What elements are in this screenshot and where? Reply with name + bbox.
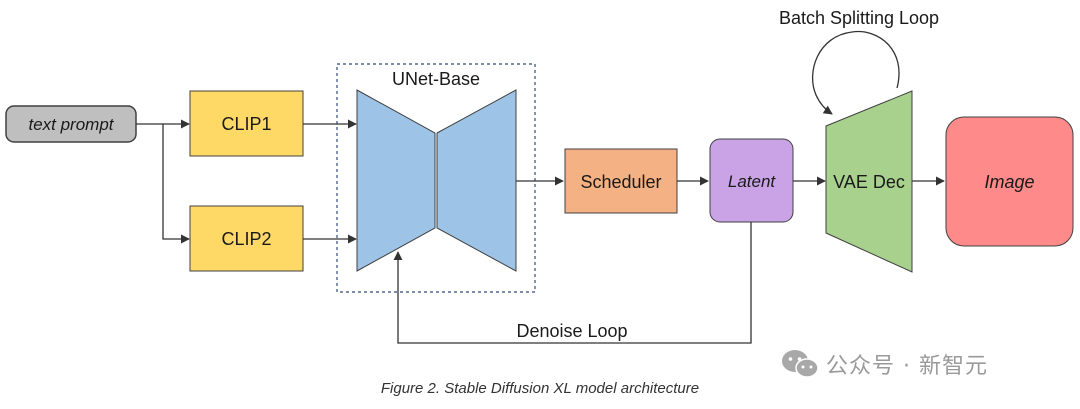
denoise-loop-label: Denoise Loop [516,321,627,341]
vae-dec-node: VAE Dec [825,90,913,273]
unet-dashed-box [336,63,536,293]
denoise-loop-arrow [393,222,752,344]
watermark-text: 公众号 · 新智元 [826,354,988,379]
clip1-node: CLIP1 [189,90,304,157]
unet-decoder [436,89,517,272]
prompt-connectors [136,119,190,244]
latent-label: Latent [728,172,777,191]
wechat-icon [780,348,820,380]
text-prompt-label: text prompt [28,115,114,134]
scheduler-node: Scheduler [564,148,678,214]
scheduler-label: Scheduler [580,172,661,192]
clip2-label: CLIP2 [221,229,271,249]
watermark: 公众号 · 新智元 [780,344,988,384]
clip2-node: CLIP2 [189,205,304,272]
clip-to-unet-arrows [303,119,357,244]
text-prompt-node: text prompt [5,105,137,143]
image-node: Image [945,116,1074,247]
unet-label: UNet-Base [392,69,480,89]
latent-node: Latent [709,138,794,223]
batch-splitting-loop-label: Batch Splitting Loop [779,8,939,28]
vae-dec-label: VAE Dec [833,172,905,192]
unet-encoder [356,89,436,272]
clip1-label: CLIP1 [221,114,271,134]
figure-caption: Figure 2. Stable Diffusion XL model arch… [380,380,700,397]
image-label: Image [984,172,1034,192]
unet-shape [356,89,517,272]
batch-splitting-loop-arrow [811,30,900,115]
